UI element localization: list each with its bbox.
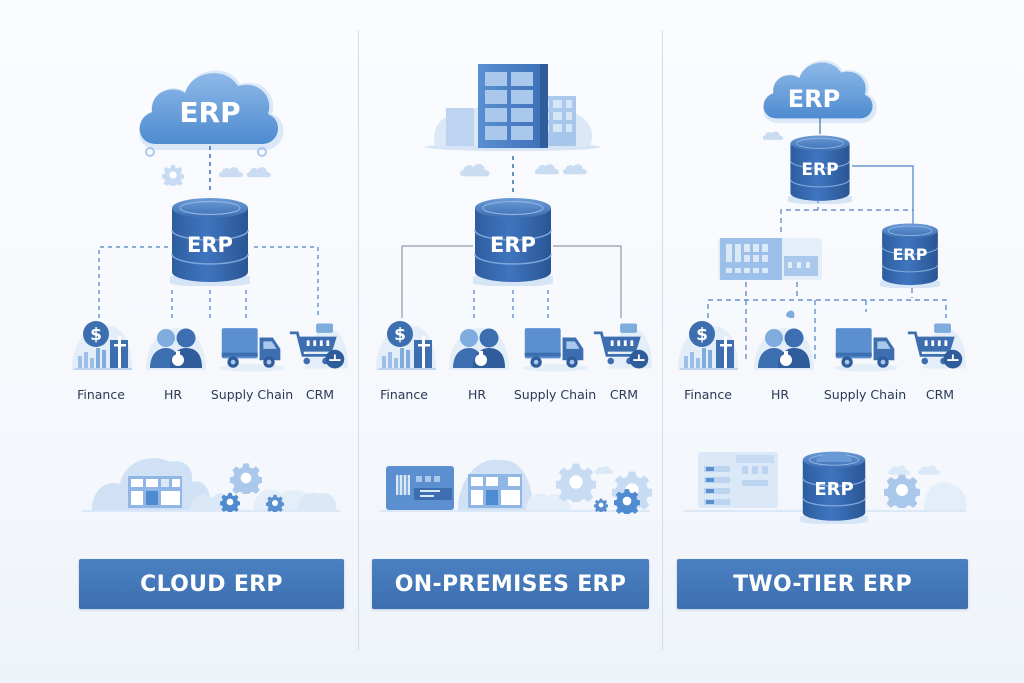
module-label-finance: Finance (684, 387, 732, 402)
shopping-cart-icon (288, 322, 348, 370)
module-label-hr: HR (467, 387, 487, 402)
dashed-connectors (473, 290, 549, 318)
small-cloud-icon (460, 164, 490, 177)
modules-two-tier (678, 310, 966, 372)
sub-database-erp-label: ERP (893, 245, 928, 264)
panel-two-tier-erp: ERP ERP ERP (707, 60, 947, 360)
title-on-premises-erp: ON-PREMISES ERP (372, 559, 649, 609)
dashed-connectors (780, 198, 913, 232)
gear-icon (266, 494, 284, 512)
module-label-hr: HR (163, 387, 183, 402)
cloud-erp-label: ERP (179, 96, 240, 129)
gear-icon (220, 492, 240, 512)
hr-people-icon (754, 328, 814, 370)
cloud-erp-label: ERP (788, 85, 840, 113)
small-cloud-icon (594, 466, 614, 474)
hr-people-icon (146, 328, 206, 370)
small-cloud-icon (562, 164, 587, 175)
small-cloud-icon (534, 164, 559, 175)
finance-icon (678, 321, 738, 370)
shopping-cart-icon (906, 322, 966, 370)
database-erp-label: ERP (187, 233, 233, 257)
truck-icon (219, 328, 285, 372)
shopping-cart-icon (592, 322, 652, 370)
small-cloud-icon (887, 465, 910, 475)
dashboard-panel-icon (718, 238, 822, 280)
footer-illustration-cloud (82, 458, 340, 512)
small-cloud-icon (246, 167, 271, 178)
gear-icon (556, 463, 596, 502)
dashboard-panel-icon (698, 452, 778, 508)
title-cloud-erp: CLOUD ERP (79, 559, 344, 609)
connector-line (852, 165, 914, 228)
database-erp-label: ERP (801, 160, 838, 180)
dashed-connectors (98, 246, 319, 318)
module-label-crm: CRM (925, 387, 955, 402)
link-icon (145, 147, 155, 157)
database-erp-label: ERP (490, 233, 536, 257)
module-label-finance: Finance (77, 387, 125, 402)
small-cloud-icon (762, 131, 784, 140)
module-label-supply-chain: Supply Chain (823, 387, 907, 402)
database-icon: ERP (800, 451, 868, 524)
panel-divider (662, 30, 663, 650)
gear-icon (614, 489, 640, 514)
gear-icon (594, 498, 608, 512)
gear-icon (162, 164, 184, 186)
panel-cloud-erp: ERP ERP (98, 70, 319, 318)
small-cloud-icon (218, 167, 243, 178)
gear-icon (230, 463, 262, 494)
footer-illustration-on-premises (380, 459, 652, 514)
database-icon: ERP (880, 222, 940, 288)
modules-cloud (72, 321, 348, 372)
truck-icon (522, 328, 588, 372)
solid-connectors (401, 245, 622, 318)
link-icon (257, 147, 267, 157)
module-label-supply-chain: Supply Chain (513, 387, 597, 402)
office-building-icon (425, 64, 601, 151)
panel-on-premises-erp: ERP (401, 64, 622, 318)
panel-divider (358, 30, 359, 650)
database-icon: ERP (170, 197, 250, 286)
module-label-crm: CRM (609, 387, 639, 402)
modules-on-premises (376, 321, 652, 372)
decorative-leaf-icon (786, 310, 795, 318)
database-icon: ERP (473, 197, 553, 286)
module-label-finance: Finance (380, 387, 428, 402)
title-two-tier-erp: TWO-TIER ERP (677, 559, 968, 609)
finance-icon (72, 321, 132, 370)
cloud-icon: ERP (763, 60, 877, 124)
dashed-connectors (707, 282, 947, 360)
finance-icon (376, 321, 436, 370)
gear-icon (884, 473, 920, 508)
footer-illustration-two-tier: ERP (684, 451, 967, 524)
cloud-icon: ERP (139, 70, 284, 150)
truck-icon (833, 328, 899, 372)
module-label-crm: CRM (305, 387, 335, 402)
hr-people-icon (449, 328, 509, 370)
module-label-hr: HR (770, 387, 790, 402)
module-label-supply-chain: Supply Chain (210, 387, 294, 402)
database-icon: ERP (788, 134, 852, 204)
footer-database-erp-label: ERP (814, 479, 853, 500)
small-cloud-icon (917, 465, 940, 475)
